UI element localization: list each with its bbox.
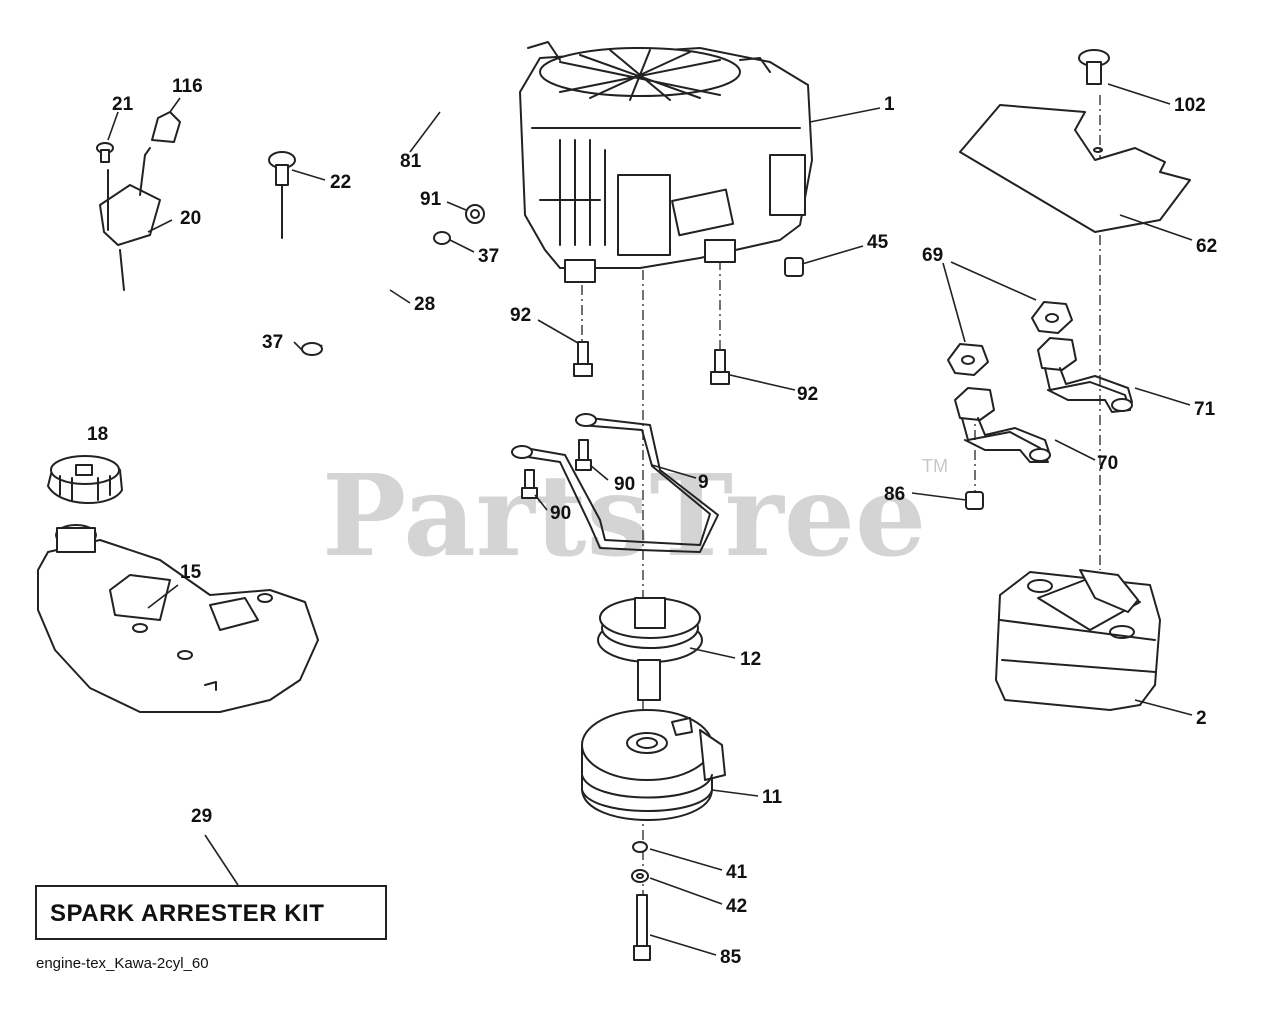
callout-45: 45 [867, 232, 889, 253]
callout-1: 1 [884, 94, 895, 115]
pulley-12[interactable] [597, 597, 703, 701]
callout-29: 29 [191, 806, 212, 827]
watermark: PartsTree TM [322, 451, 948, 582]
callout-69: 69 [922, 245, 943, 266]
callout-11: 11 [762, 787, 783, 808]
callout-92-upper: 92 [510, 305, 531, 326]
callout-41: 41 [726, 862, 748, 883]
fuel-hose-81[interactable] [374, 84, 509, 132]
watermark-trademark: TM [922, 456, 948, 476]
spark-arrester-kit[interactable]: SPARK ARRESTER KIT [35, 885, 387, 940]
callout-18: 18 [87, 424, 108, 445]
bracket-9[interactable] [511, 413, 719, 553]
gaskets-69[interactable] [947, 301, 1073, 376]
bolts-92[interactable] [573, 341, 730, 385]
callout-116: 116 [172, 76, 203, 97]
clutch-11[interactable] [581, 709, 726, 821]
callout-91: 91 [420, 189, 442, 210]
callout-12: 12 [740, 649, 761, 670]
callout-20: 20 [180, 208, 201, 229]
fuel-tank-15[interactable] [37, 524, 319, 713]
nut-86[interactable] [965, 491, 984, 510]
callout-71: 71 [1194, 399, 1216, 420]
choke-knob[interactable] [268, 151, 296, 239]
callout-22: 22 [330, 172, 351, 193]
callout-15: 15 [180, 562, 202, 583]
exhaust-pipe-71[interactable] [1037, 337, 1133, 413]
callout-85: 85 [720, 947, 742, 968]
callout-62: 62 [1196, 236, 1217, 257]
callout-37-upper: 37 [478, 246, 499, 267]
heat-shield-62[interactable] [959, 104, 1191, 233]
exhaust-pipe-70[interactable] [954, 387, 1051, 463]
callout-37-lower: 37 [262, 332, 283, 353]
callout-90-right: 90 [614, 474, 635, 495]
callout-102: 102 [1174, 95, 1206, 116]
callout-92-lower: 92 [797, 384, 818, 405]
callout-70: 70 [1097, 453, 1118, 474]
callout-90-left: 90 [550, 503, 571, 524]
leader-lines [107, 83, 1193, 956]
callout-42: 42 [726, 896, 747, 917]
throttle-control[interactable] [96, 111, 181, 291]
diagram-caption: engine-tex_Kawa-2cyl_60 [36, 955, 209, 972]
nut-45[interactable] [784, 257, 804, 277]
cap-102[interactable] [1078, 49, 1110, 85]
kit-label: SPARK ARRESTER KIT [50, 900, 324, 927]
muffler-2[interactable] [995, 569, 1161, 711]
washers-and-bolt[interactable] [631, 841, 651, 961]
watermark-text: PartsTree [322, 451, 926, 582]
callouts: 1 102 116 21 22 81 20 91 37 45 62 69 28 … [87, 76, 1217, 968]
callout-21: 21 [112, 94, 134, 115]
fuel-line-28[interactable] [301, 204, 485, 356]
fuel-cap-18[interactable] [47, 455, 123, 504]
callout-86: 86 [884, 484, 905, 505]
engine[interactable] [519, 41, 813, 283]
callout-2: 2 [1196, 708, 1207, 729]
callout-81: 81 [400, 151, 422, 172]
callout-9: 9 [698, 472, 709, 493]
callout-28: 28 [414, 294, 435, 315]
